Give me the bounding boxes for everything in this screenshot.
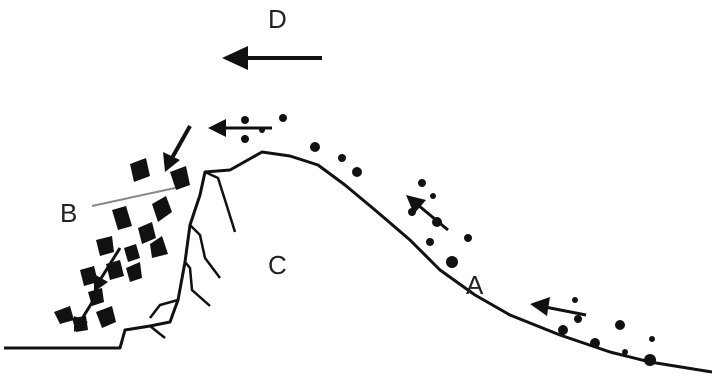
rock-fragments <box>54 158 190 332</box>
sand-grain <box>590 338 600 348</box>
sand-grain <box>615 320 625 330</box>
sand-grain <box>430 193 436 199</box>
rock-fragment <box>112 206 132 230</box>
sand-grain <box>279 114 287 122</box>
rock-fragment <box>96 306 116 328</box>
label-d: D <box>268 6 287 32</box>
rock-fragment <box>138 222 156 244</box>
sand-grain <box>644 354 656 366</box>
label-a: A <box>466 272 483 298</box>
sand-grain <box>426 238 434 246</box>
rock-fragment <box>96 236 114 256</box>
label-c: C <box>268 252 287 278</box>
sand-grain <box>418 179 426 187</box>
sand-grain <box>352 167 362 177</box>
crack-line <box>150 326 165 338</box>
sand-grain <box>464 234 472 242</box>
sand-grain <box>574 315 582 323</box>
sand-grain <box>622 349 628 355</box>
wind-direction-arrow <box>222 46 322 70</box>
crack-line <box>205 172 235 232</box>
rock-fragment <box>126 262 142 282</box>
rock-fragment <box>124 244 140 262</box>
rock-fragment <box>106 260 124 280</box>
rock-fragment <box>152 196 172 222</box>
sand-grain <box>446 256 458 268</box>
crack-line <box>190 225 220 278</box>
sand-grains <box>241 114 656 366</box>
crack-line <box>185 262 210 306</box>
sand-grain <box>241 116 249 124</box>
sand-grain <box>408 208 416 216</box>
sand-grain <box>310 142 320 152</box>
sand-grain <box>432 217 442 227</box>
sand-grain <box>572 297 578 303</box>
sand-grain <box>558 325 568 335</box>
rock-fragment <box>170 166 190 190</box>
label-b: B <box>60 200 77 226</box>
rock-fragment <box>54 306 74 324</box>
falling-arrow <box>163 126 190 172</box>
rock-fragment <box>130 158 150 182</box>
sand-grain <box>241 135 249 143</box>
sand-grain <box>649 336 655 342</box>
sand-grain <box>338 154 346 162</box>
sand-grain <box>259 127 265 133</box>
